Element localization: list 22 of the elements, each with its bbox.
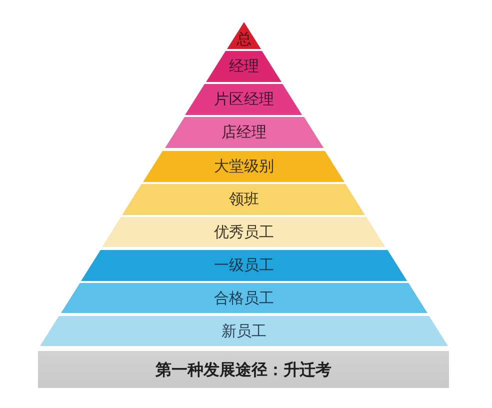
tier-label: 一级员工	[214, 257, 274, 274]
pyramid-tier	[102, 217, 386, 247]
tier-label: 新员工	[222, 322, 266, 340]
tier-label: 合格员工	[214, 290, 274, 306]
pyramid-tier	[60, 283, 428, 313]
banner-text: 第一种发展途径：升迁考	[156, 361, 332, 378]
tier-label: 片区经理	[214, 91, 274, 108]
tier-label: 领班	[228, 191, 259, 208]
pyramid-tier	[206, 51, 282, 82]
pyramid-tier	[185, 84, 303, 115]
tier-label: 经理	[228, 58, 259, 75]
tier-label: 总	[236, 31, 252, 48]
pyramid-tier	[80, 250, 408, 281]
pyramid-tier	[122, 184, 366, 215]
tier-label: 大堂级别	[214, 158, 274, 175]
pyramid-tier	[164, 117, 324, 148]
base-banner	[38, 351, 449, 388]
tier-label: 优秀员工	[214, 224, 274, 240]
pyramid-tip	[227, 22, 261, 49]
pyramid-tier	[40, 316, 448, 346]
tier-label: 店经理	[221, 124, 266, 141]
pyramid-tier	[143, 151, 345, 182]
